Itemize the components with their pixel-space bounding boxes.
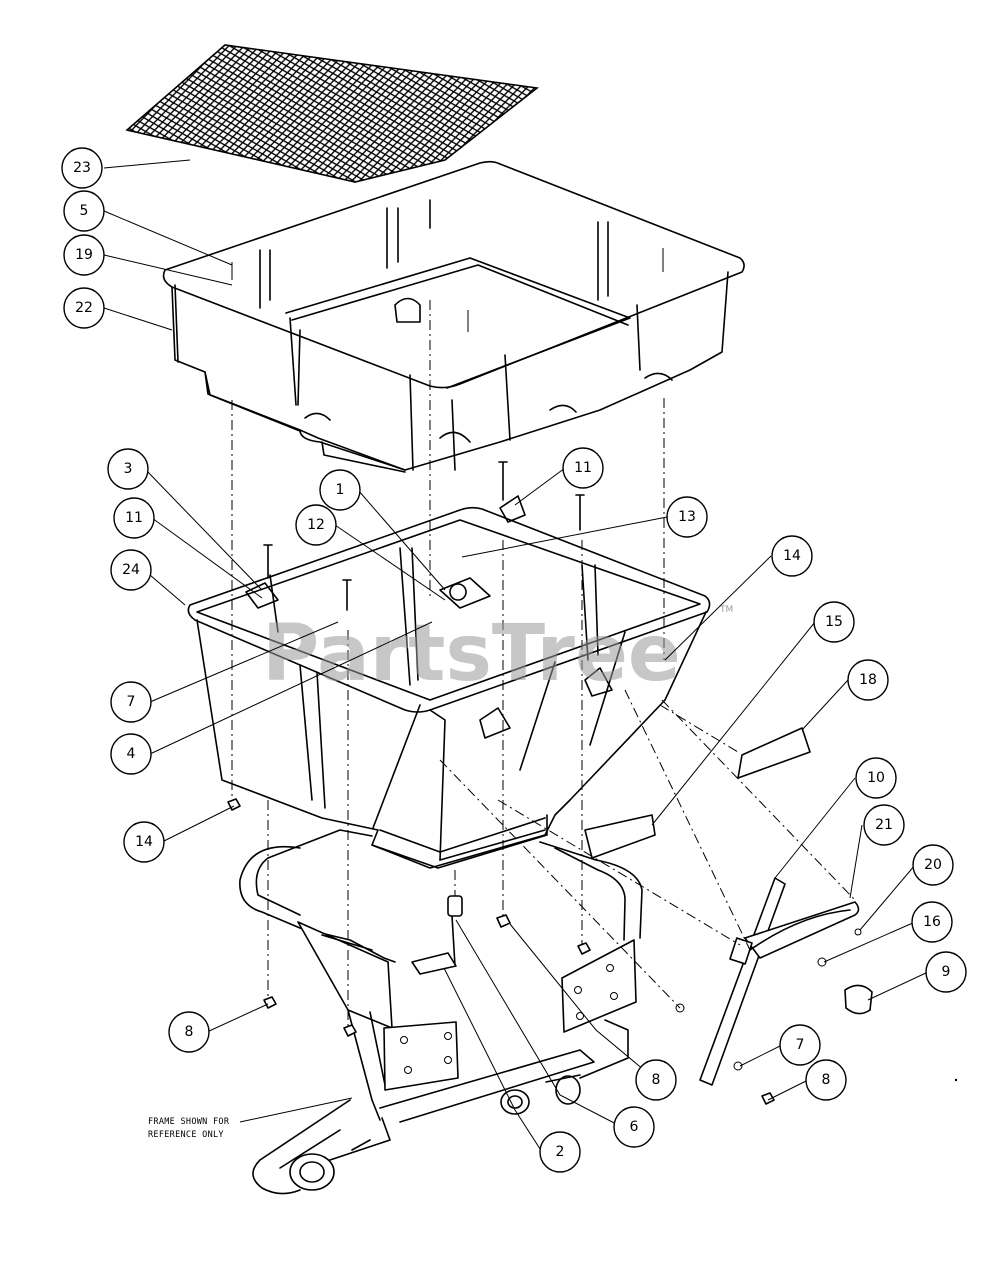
callout-8-middle-label: 8 (652, 1072, 661, 1088)
callout-24-label: 24 (122, 562, 140, 578)
watermark: PartsTree TM (262, 605, 733, 699)
callout-16: 16 (911, 901, 953, 943)
callout-19: 19 (63, 234, 105, 276)
callout-21-label: 21 (875, 817, 893, 833)
callout-1: 1 (319, 469, 361, 511)
callout-5-label: 5 (80, 203, 89, 219)
callout-8-right: 8 (805, 1059, 847, 1101)
callout-2-label: 2 (556, 1144, 565, 1160)
callout-8-right-label: 8 (822, 1072, 831, 1088)
callouts: 23 5 19 22 3 11 1 12 11 13 24 14 15 7 4 … (61, 147, 967, 1173)
callout-19-label: 19 (75, 247, 93, 263)
callout-11-left-label: 11 (125, 510, 143, 526)
callout-20: 20 (912, 844, 954, 886)
callout-3: 3 (107, 448, 149, 490)
callout-14-left: 14 (123, 821, 165, 863)
callout-21: 21 (863, 804, 905, 846)
callout-7-right-label: 7 (796, 1037, 805, 1053)
top-tray (162, 160, 745, 473)
callout-15-label: 15 (825, 614, 843, 630)
callout-6-label: 6 (630, 1119, 639, 1135)
callout-12-label: 12 (307, 517, 325, 533)
mesh-screen (125, 44, 539, 183)
callout-9: 9 (925, 951, 967, 993)
callout-11-right: 11 (562, 447, 604, 489)
callout-13: 13 (666, 496, 708, 538)
watermark-text: PartsTree (262, 609, 681, 699)
callout-4: 4 (110, 733, 152, 775)
callout-7-right: 7 (779, 1024, 821, 1066)
agitator-linkage (584, 814, 873, 1086)
callout-15: 15 (813, 601, 855, 643)
callout-14-right: 14 (771, 535, 813, 577)
callout-22: 22 (63, 287, 105, 329)
callout-23-label: 23 (73, 160, 91, 176)
frame-note: FRAME SHOWN FOR REFERENCE ONLY (148, 1097, 353, 1140)
callout-6: 6 (613, 1106, 655, 1148)
callout-7-left-label: 7 (127, 694, 136, 710)
callout-10: 10 (855, 757, 897, 799)
callout-14-left-label: 14 (135, 834, 153, 850)
frame-note-line1: FRAME SHOWN FOR (148, 1117, 230, 1127)
callout-18: 18 (847, 659, 889, 701)
callout-10-label: 10 (867, 770, 885, 786)
callout-11-right-label: 11 (574, 460, 592, 476)
frame-note-line2: REFERENCE ONLY (148, 1130, 224, 1140)
callout-3-label: 3 (124, 461, 133, 477)
watermark-trademark: TM (719, 605, 733, 615)
callout-12: 12 (295, 504, 337, 546)
frame-reference (239, 829, 643, 1195)
callout-8-middle: 8 (635, 1059, 677, 1101)
callout-1-label: 1 (336, 482, 345, 498)
stray-dot (954, 1078, 958, 1082)
callout-16-label: 16 (923, 914, 941, 930)
callout-13-label: 13 (678, 509, 696, 525)
assembly-centerlines (231, 300, 856, 1030)
callout-14-right-label: 14 (783, 548, 801, 564)
callout-5: 5 (63, 190, 105, 232)
leader-lines (103, 159, 929, 1153)
callout-7-left: 7 (110, 681, 152, 723)
callout-24: 24 (110, 549, 152, 591)
callout-18-label: 18 (859, 672, 877, 688)
callout-8-left: 8 (168, 1011, 210, 1053)
callout-9-label: 9 (942, 964, 951, 980)
callout-11-left: 11 (113, 497, 155, 539)
callout-20-label: 20 (924, 857, 942, 873)
callout-22-label: 22 (75, 300, 93, 316)
callout-8-left-label: 8 (185, 1024, 194, 1040)
hardware (227, 199, 862, 1105)
callout-4-label: 4 (127, 746, 136, 762)
callout-23: 23 (61, 147, 103, 189)
callout-2: 2 (539, 1131, 581, 1173)
